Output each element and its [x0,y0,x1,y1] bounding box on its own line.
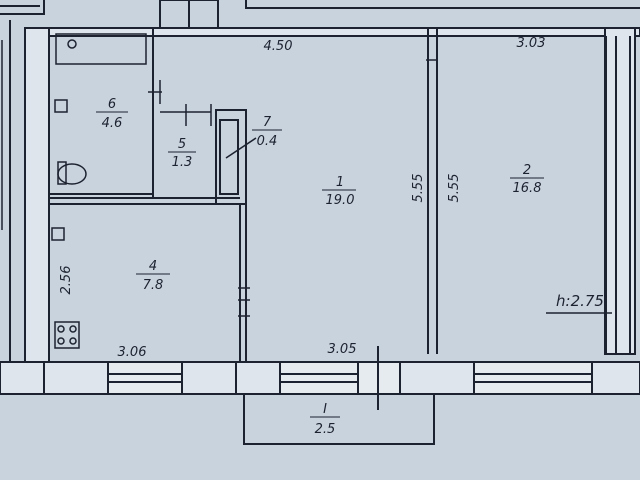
bathtub-icon [55,33,147,65]
window [279,361,359,395]
balcony-number: I [323,402,327,417]
room-number: 5 [178,137,186,152]
room-number: 2 [523,163,531,178]
top-edge-structures [0,0,640,29]
ceiling-height: h:2.75 [556,292,604,310]
door-marks [148,59,438,317]
fixtures [51,33,257,349]
room-number: 4 [149,259,157,274]
kitchen-sink-icon [51,227,65,241]
room-area: 4.6 [102,116,123,131]
bottom-wall [0,346,640,410]
sink-icon [54,99,68,113]
dimension-wall-right: 5.55 [447,174,462,203]
room-area: 1.3 [172,155,193,170]
room-area: 0.4 [257,134,278,149]
dimension-bottom-left: 3.06 [118,345,147,360]
room-labels: 1 19.0 2 16.8 4 7.8 5 1.3 6 4.6 7 0.4 I … [96,97,544,437]
dimension-top-right: 3.03 [517,36,546,51]
room-area: 19.0 [326,193,355,208]
dimension-top-left: 4.50 [264,39,293,54]
stove-icon [54,321,80,349]
room-area: 16.8 [513,181,542,196]
dimension-labels: 4.50 3.03 5.55 5.55 2.56 3.06 3.05 h:2.7… [59,36,612,360]
room-number: 6 [108,97,116,112]
window [107,361,183,395]
room-area: 7.8 [143,278,164,293]
dimension-bottom-mid: 3.05 [328,342,357,357]
closet-marker [225,137,257,159]
balcony-area: 2.5 [315,422,336,437]
interior-walls [48,27,631,362]
dimension-wall-left: 5.55 [411,174,426,203]
room-number: 1 [336,175,344,190]
room-number: 7 [263,115,272,130]
dimension-room4-side: 2.56 [59,266,74,295]
window [473,361,593,395]
balcony [243,393,435,445]
